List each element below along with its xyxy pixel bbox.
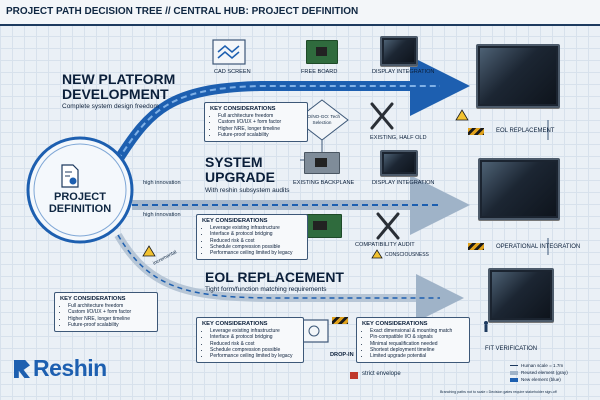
caution-icon-2 — [142, 245, 156, 257]
compatibility-audit-label: COMPATIBILITY AUDIT — [355, 242, 415, 248]
decision-node-label: GO/NO-GO: Tech Selection — [303, 114, 341, 125]
list-item: Performance ceiling limited by legacy — [210, 250, 302, 256]
list-item: Full architecture freedom — [218, 113, 302, 119]
legend-label: Reused element (gray) — [521, 370, 568, 375]
monitor-mid — [478, 158, 560, 220]
logo-text: Reshin — [33, 355, 107, 381]
document-gear-icon — [60, 164, 80, 188]
hub-circle — [26, 136, 134, 244]
hub-title-line1: PROJECT — [54, 191, 106, 203]
caution-icon — [455, 109, 469, 121]
list-item: Pin-compatible I/O & signals — [370, 334, 464, 340]
list-item: Interface & protocol bridging — [210, 231, 302, 237]
drop-in-icon — [299, 319, 329, 343]
system-upgrade-title-line2: UPGRADE — [205, 169, 276, 185]
footnote: Branching paths not to scale • Decision … — [440, 390, 557, 394]
list-item: Future-proof scalability — [218, 132, 302, 138]
strict-envelope-swatch — [350, 372, 358, 379]
reshin-logo-mark — [14, 360, 30, 378]
display-integration-top-label: DISPLAY INTEGRATION — [372, 69, 435, 75]
list-item: Higher NRE, longer timeline — [68, 316, 152, 322]
box-heading: KEY CONSIDERATIONS — [60, 296, 126, 302]
list-item: Shortest deployment timeline — [370, 347, 464, 353]
list-item: Higher NRE, longer timeline — [218, 126, 302, 132]
cost-conscious-label: CONSCIOUSNESS — [385, 252, 429, 258]
list-item: Full architecture freedom — [68, 303, 152, 309]
fit-verification-label: FIT VERIFICATION — [485, 346, 538, 352]
cad-screen-label: CAD SCREEN — [214, 69, 251, 75]
display-integration-mid-label: DISPLAY INTEGRATION — [372, 180, 435, 186]
caution-icon-3 — [371, 249, 383, 259]
list-item: Custom I/O/UX + form factor — [218, 119, 302, 125]
hazard-stripe-bottom — [332, 317, 348, 324]
legend-label: New element (blue) — [521, 377, 561, 382]
eol-title: EOL REPLACEMENT — [205, 269, 344, 285]
new-platform-title-line1: NEW PLATFORM — [62, 71, 176, 87]
monitor-bottom — [488, 268, 554, 322]
new-platform-title: NEW PLATFORM DEVELOPMENT — [62, 72, 175, 102]
list-item: Schedule compression possible — [210, 244, 302, 250]
hazard-stripe-top — [468, 128, 484, 135]
reshin-logo: Reshin — [14, 355, 107, 382]
wrench-icon — [370, 102, 394, 130]
page-header: PROJECT PATH DECISION TREE // CENTRAL HU… — [0, 0, 600, 26]
legend-item-reused: Reused element (gray) — [510, 369, 568, 376]
display-icon-mid — [380, 150, 418, 176]
free-board-label: FREE BOARD — [301, 69, 338, 75]
page-title: PROJECT PATH DECISION TREE // CENTRAL HU… — [6, 6, 359, 17]
eol-subtitle: Tight form/function matching requirement… — [205, 286, 327, 293]
considerations-box-bottom-mid: KEY CONSIDERATIONS Leverage existing inf… — [196, 317, 304, 364]
list-item: Leverage existing infrastructure — [210, 328, 298, 334]
display-icon-top — [380, 36, 418, 66]
list-item: Minimal requalification needed — [370, 341, 464, 347]
legend: Human scale = 1.7m Reused element (gray)… — [510, 362, 568, 383]
considerations-box-left: KEY CONSIDERATIONS Full architecture fre… — [54, 292, 158, 333]
strict-envelope-label: strict envelope — [362, 371, 401, 377]
eol-replacement-out-label: EOL REPLACEMENT — [496, 128, 555, 134]
drop-in-label: DROP-IN — [330, 352, 354, 358]
system-upgrade-subtitle: With reshin subsystem audits — [205, 187, 290, 194]
path-eol — [114, 232, 464, 322]
existing-half-old-label: EXISTING, HALF OLD — [370, 135, 427, 141]
box-heading: KEY CONSIDERATIONS — [202, 321, 268, 327]
list-item: Schedule compression possible — [210, 347, 298, 353]
new-platform-title-line2: DEVELOPMENT — [62, 86, 169, 102]
list-item: Leverage existing infrastructure — [210, 225, 302, 231]
existing-backplane-label: EXISTING BACKPLANE — [293, 180, 355, 186]
hub-title: PROJECT DEFINITION — [48, 191, 112, 215]
operational-integration-label: OPERATIONAL INTEGRATION — [496, 244, 581, 250]
list-item: Reduced risk & cost — [210, 341, 298, 347]
legend-label: Human scale = 1.7m — [521, 363, 564, 368]
box-heading: KEY CONSIDERATIONS — [362, 321, 428, 327]
legend-item-new: New element (blue) — [510, 376, 568, 383]
list-item: Reduced risk & cost — [210, 238, 302, 244]
list-item: Exact dimensional & mounting match — [370, 328, 464, 334]
system-upgrade-title-line1: SYSTEM — [205, 154, 263, 170]
backplane-icon — [304, 152, 340, 174]
list-item: Performance ceiling limited by legacy — [210, 353, 298, 359]
list-item: Future-proof scalability — [68, 322, 152, 328]
cad-screen-icon — [212, 39, 246, 65]
new-platform-subtitle: Complete system design freedom — [62, 103, 159, 110]
hub-title-line2: DEFINITION — [48, 203, 112, 215]
list-item: Interface & protocol bridging — [210, 334, 298, 340]
hazard-stripe-mid — [468, 243, 484, 250]
considerations-box-system-upgrade: KEY CONSIDERATIONS Leverage existing inf… — [196, 214, 308, 261]
box-heading: KEY CONSIDERATIONS — [202, 218, 268, 224]
wrench-icon-mid — [376, 212, 400, 240]
considerations-box-new-platform: KEY CONSIDERATIONS Full architecture fre… — [204, 102, 308, 143]
legend-item-human-scale: Human scale = 1.7m — [510, 362, 568, 369]
considerations-box-bottom-right: KEY CONSIDERATIONS Exact dimensional & m… — [356, 317, 470, 364]
innovation-label-middle: high innovation — [143, 212, 181, 218]
list-item: Custom I/O/UX + form factor — [68, 309, 152, 315]
innovation-label-upper: high innovation — [143, 180, 181, 186]
list-item: Limited upgrade potential — [370, 353, 464, 359]
box-heading: KEY CONSIDERATIONS — [210, 106, 276, 112]
system-upgrade-title: SYSTEM UPGRADE — [205, 155, 275, 185]
free-board-icon — [306, 40, 338, 64]
monitor-top — [476, 44, 560, 108]
